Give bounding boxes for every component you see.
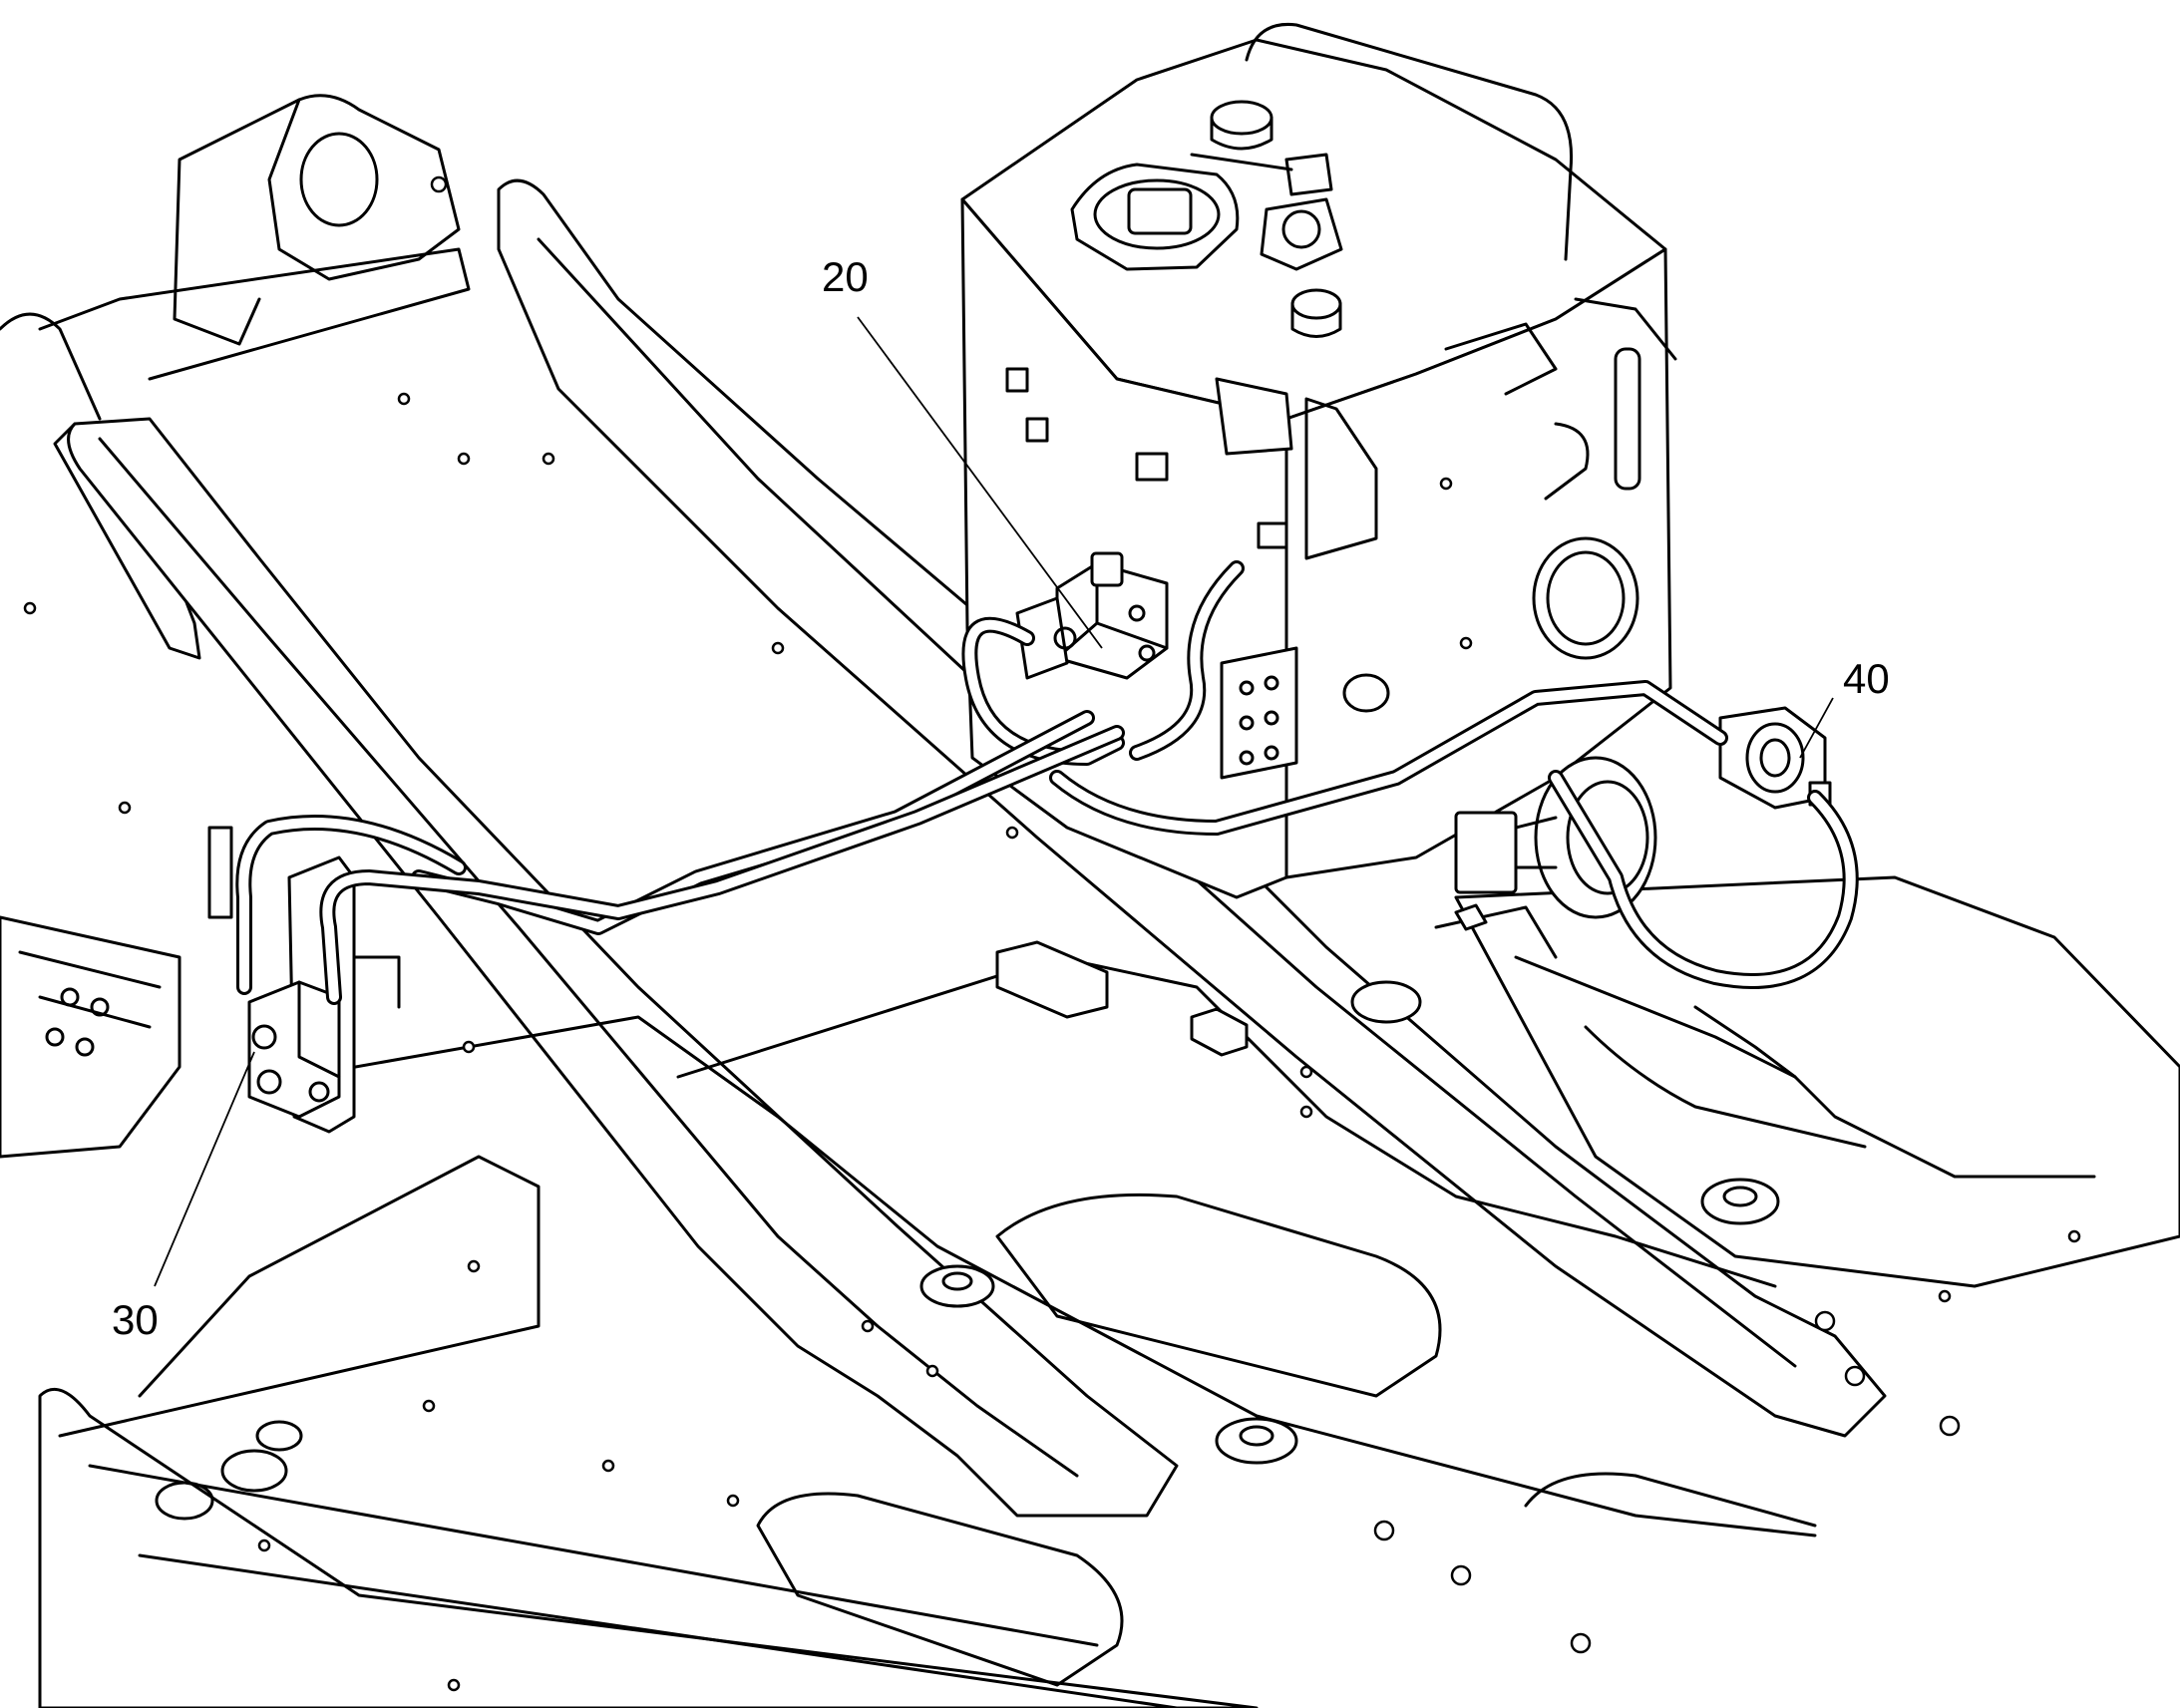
callout-20: 20 <box>822 253 869 300</box>
leader-line-30 <box>154 1051 255 1287</box>
callouts: 20 30 40 <box>112 253 1890 1343</box>
leader-line-20 <box>857 316 1103 649</box>
fasteners <box>23 175 2081 1692</box>
callout-30: 30 <box>112 1296 159 1343</box>
hydraulic-tank <box>960 22 1677 959</box>
leader-line-40 <box>1799 697 1834 759</box>
filter-unit-40 <box>1718 706 1832 810</box>
callout-40: 40 <box>1843 655 1890 702</box>
valve-block-20 <box>1015 551 1169 680</box>
hydraulic-hoses <box>235 560 1859 1005</box>
valve-block-30 <box>207 826 401 1134</box>
